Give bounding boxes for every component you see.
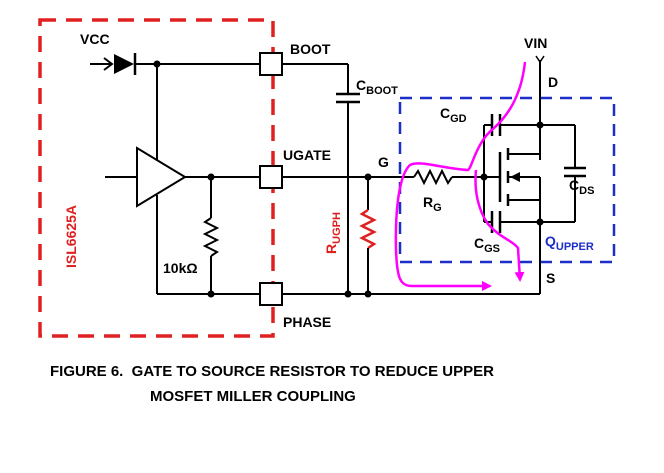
ugate-pin-label: UGATE: [283, 147, 331, 163]
vcc-input: [90, 57, 114, 71]
rugph-resistor: [359, 177, 377, 294]
rg-resistor: [413, 168, 484, 186]
gate-driver-buffer: [136, 146, 187, 208]
rg-label: RG: [423, 194, 442, 214]
miller-current-path: [474, 169, 525, 282]
qupper-label: QUPPER: [545, 233, 594, 253]
ugate-pin: [259, 165, 283, 189]
boot-pin-label: BOOT: [290, 41, 331, 57]
vin-arrow: [535, 55, 545, 64]
cgs-label: CGS: [474, 235, 500, 255]
rugph-label: RUGPH: [323, 212, 343, 254]
mosfet-boundary: [398, 96, 616, 264]
figure-caption-line1: FIGURE 6. GATE TO SOURCE RESISTOR TO RED…: [50, 363, 494, 380]
gate-node-label: G: [378, 154, 389, 170]
cgs-capacitor: [483, 177, 540, 233]
internal-resistor-10k: [202, 177, 220, 294]
phase-pin-label: PHASE: [283, 314, 331, 330]
chip-name-label: ISL6625A: [63, 205, 79, 268]
phase-pin: [259, 282, 283, 306]
boot-pin: [259, 52, 283, 76]
cds-label: CDS: [569, 177, 594, 197]
figure-caption-line2: MOSFET MILLER COUPLING: [150, 388, 356, 405]
drain-label: D: [548, 74, 558, 90]
junction-dot: [153, 60, 161, 68]
cgd-capacitor: [483, 114, 540, 177]
junction-dot: [364, 290, 372, 298]
source-label: S: [546, 270, 555, 286]
resistor-10k-label: 10kΩ: [163, 260, 198, 276]
cds-capacitor: [540, 124, 586, 223]
miller-current-path: [394, 61, 527, 291]
cgd-label: CGD: [440, 105, 467, 125]
cboot-label: CBOOT: [356, 77, 398, 97]
cboot-capacitor: [336, 92, 360, 104]
upper-mosfet: [484, 148, 541, 206]
vin-label: VIN: [524, 35, 547, 51]
boot-diode: [114, 53, 260, 75]
junction-dot: [344, 290, 352, 298]
vcc-label: VCC: [80, 31, 110, 47]
